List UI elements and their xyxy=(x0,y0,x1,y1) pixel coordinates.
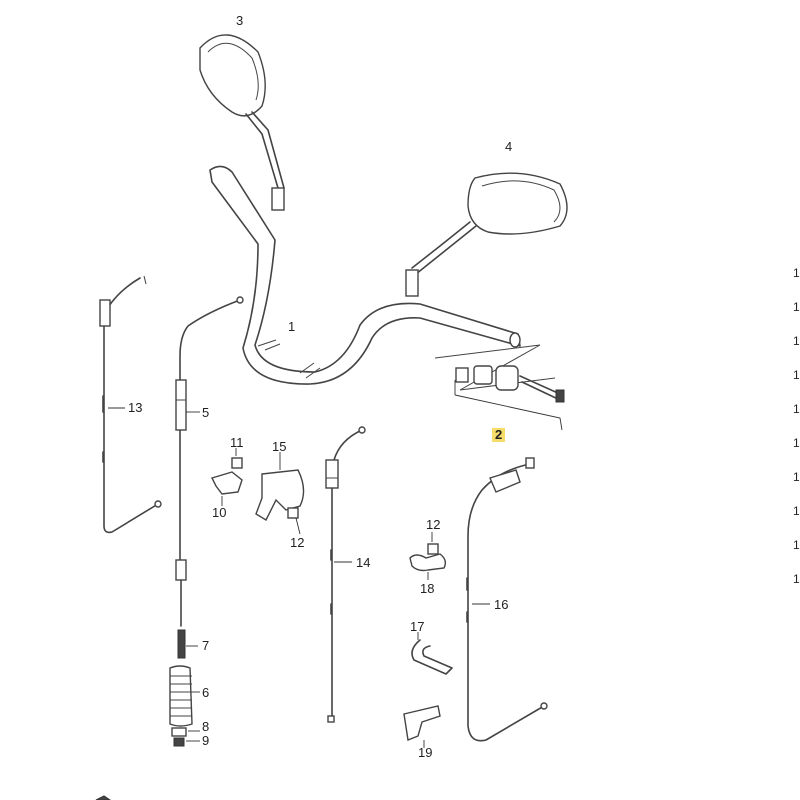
callout-6: 6 xyxy=(202,685,210,700)
side-row: 1 xyxy=(793,300,800,314)
callout-12b: 12 xyxy=(426,517,441,532)
mirror-right[interactable] xyxy=(405,172,568,297)
callout-2[interactable]: 2 xyxy=(492,428,506,442)
callout-16: 16 xyxy=(494,597,509,612)
handlebar[interactable] xyxy=(209,165,521,385)
callout-8: 8 xyxy=(202,719,210,734)
callout-19: 19 xyxy=(418,745,433,760)
callout-11: 11 xyxy=(230,435,244,450)
cable-5[interactable] xyxy=(169,296,244,747)
callout-3: 3 xyxy=(236,13,244,28)
side-row: 1 xyxy=(793,470,800,484)
callout-9: 9 xyxy=(202,733,210,748)
callout-18: 18 xyxy=(420,581,435,596)
callout-5: 5 xyxy=(202,405,210,420)
holder-15[interactable] xyxy=(255,452,305,535)
side-row: 1 xyxy=(793,368,800,382)
cable-16[interactable] xyxy=(466,457,548,742)
callout-12a: 12 xyxy=(290,535,305,550)
cable-14[interactable] xyxy=(325,426,366,723)
cable-13[interactable] xyxy=(99,275,162,534)
bar-end-weight[interactable] xyxy=(434,344,565,431)
side-row: 1 xyxy=(793,266,800,280)
callout-14: 14 xyxy=(356,555,371,570)
side-row: 1 xyxy=(793,436,800,450)
bracket-19[interactable] xyxy=(403,705,441,748)
bracket-10[interactable] xyxy=(211,448,243,506)
callout-1: 1 xyxy=(288,319,296,334)
callout-15: 15 xyxy=(272,439,287,454)
side-row: 1 xyxy=(793,538,800,552)
callout-13: 13 xyxy=(128,400,143,415)
side-row: 1 xyxy=(793,402,800,416)
callout-10: 10 xyxy=(212,505,227,520)
callout-17: 17 xyxy=(410,619,425,634)
side-row: 1 xyxy=(793,334,800,348)
footer-glyph xyxy=(95,795,111,800)
clamp-18[interactable] xyxy=(409,532,447,580)
clip-17[interactable] xyxy=(411,632,453,675)
side-row: 1 xyxy=(793,504,800,518)
callout-7: 7 xyxy=(202,638,210,653)
mirror-left[interactable] xyxy=(199,34,285,211)
side-row: 1 xyxy=(793,572,800,586)
callout-4: 4 xyxy=(505,139,513,154)
